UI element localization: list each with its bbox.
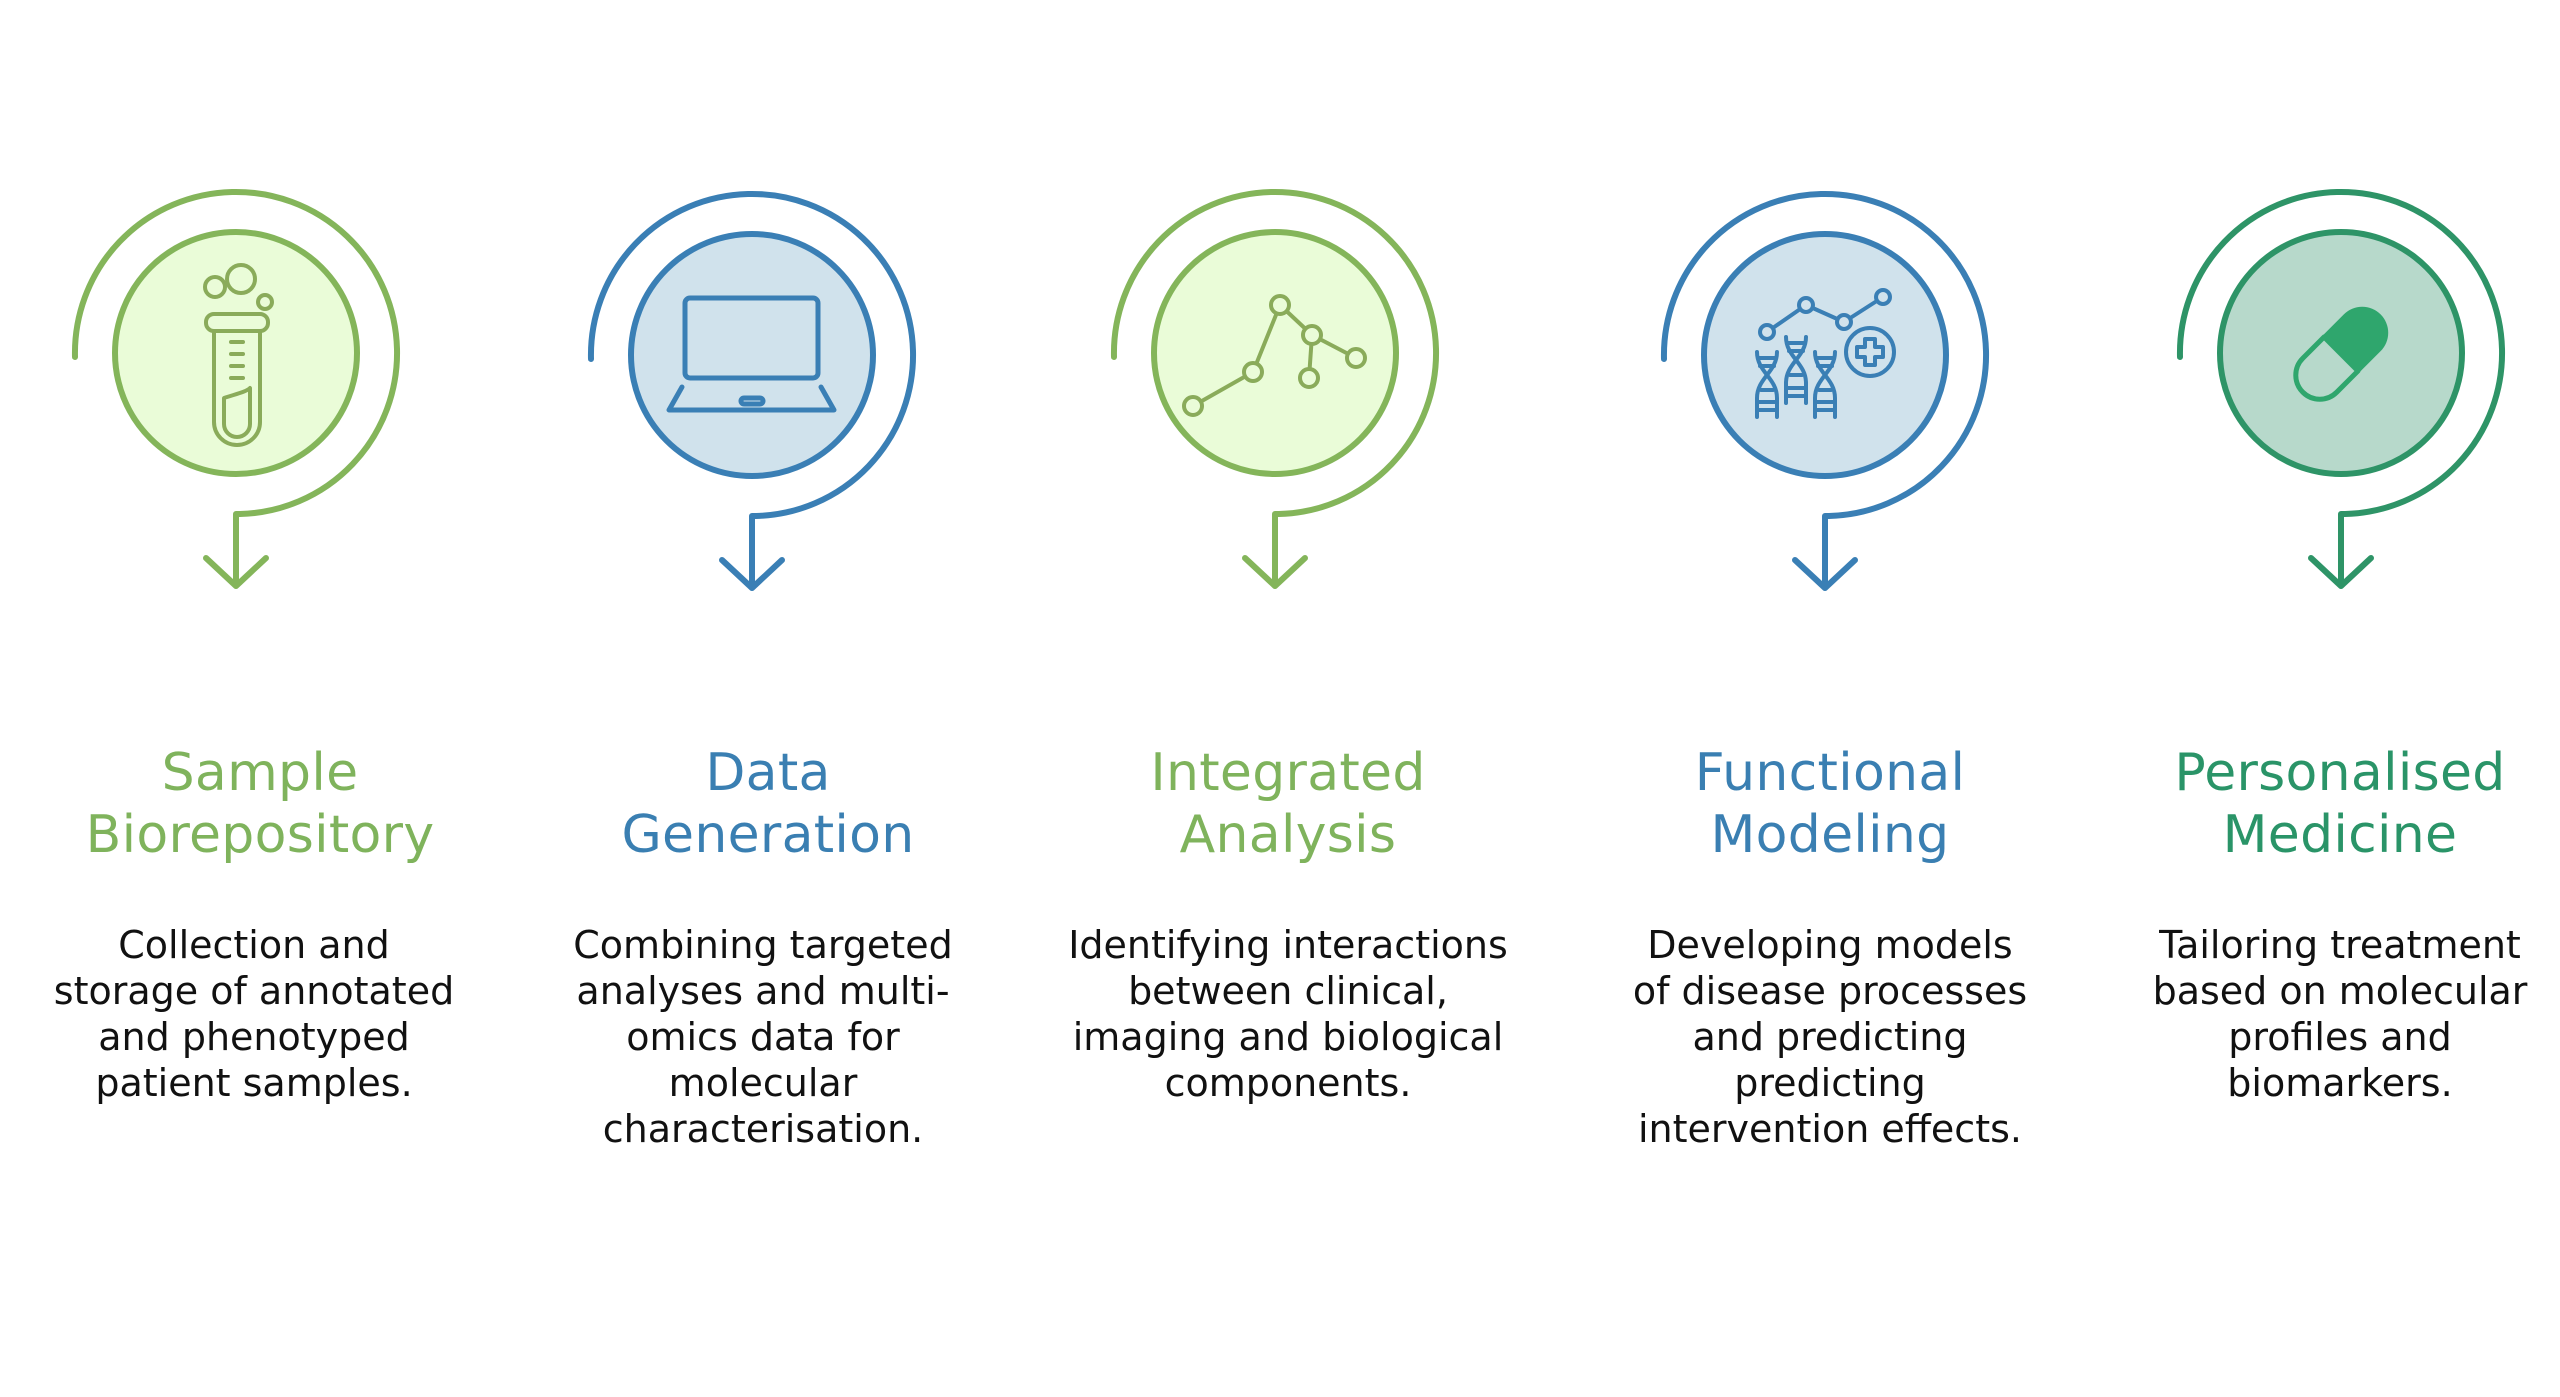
step-integrated-analysis: Integrated Analysis Identifying interact… — [1020, 0, 1540, 1397]
desc-line: based on molecular — [2152, 969, 2528, 1013]
icon-circle — [1151, 229, 1399, 477]
step-data-generation: Data Generation Combining targeted analy… — [500, 0, 1020, 1397]
step-1-graphic — [71, 189, 400, 589]
title-line: Data — [705, 743, 831, 803]
title-line: Modeling — [1710, 805, 1950, 865]
pill-capsule-icon — [2293, 306, 2389, 402]
step-title: Data Generation — [508, 742, 1028, 866]
step-description: Developing models of disease processes a… — [1570, 922, 2090, 1152]
desc-line: analyses and multi- — [576, 969, 950, 1013]
desc-line: storage of annotated — [53, 969, 455, 1013]
step-title: Personalised Medicine — [2080, 742, 2560, 866]
curved-arrow-icon — [71, 189, 400, 589]
title-line: Analysis — [1179, 805, 1397, 865]
desc-line: and phenotyped — [98, 1015, 410, 1059]
laptop-icon — [666, 295, 837, 413]
desc-line: Collection and — [118, 923, 390, 967]
curved-arrow-icon — [1110, 189, 1439, 589]
desc-line: Combining targeted — [573, 923, 953, 967]
desc-line: molecular — [668, 1061, 858, 1105]
desc-line: and predicting — [1692, 1015, 1968, 1059]
icon-circle — [1701, 231, 1949, 479]
title-line: Medicine — [2222, 805, 2458, 865]
title-line: Integrated — [1150, 743, 1426, 803]
step-title: Integrated Analysis — [1028, 742, 1548, 866]
step-description: Combining targeted analyses and multi- o… — [503, 922, 1023, 1152]
desc-line: predicting — [1734, 1061, 1926, 1105]
step-description: Identifying interactions between clinica… — [1028, 922, 1548, 1106]
dna-helix-3 — [1813, 350, 1837, 419]
desc-line: components. — [1164, 1061, 1412, 1105]
title-line: Functional — [1694, 743, 1966, 803]
test-tube-icon — [203, 263, 274, 447]
desc-line: characterisation. — [602, 1107, 924, 1151]
title-line: Sample — [161, 743, 359, 803]
curved-arrow-icon — [1660, 191, 1989, 591]
step-5-graphic — [2176, 189, 2505, 589]
title-line: Generation — [621, 805, 915, 865]
desc-line: between clinical, — [1128, 969, 1448, 1013]
step-title: Functional Modeling — [1570, 742, 2090, 866]
desc-line: Developing models — [1647, 923, 2013, 967]
desc-line: patient samples. — [95, 1061, 413, 1105]
step-3-graphic — [1110, 189, 1439, 589]
dna-helix-1 — [1755, 350, 1779, 419]
desc-line: omics data for — [626, 1015, 900, 1059]
step-description: Tailoring treatment based on molecular p… — [2080, 922, 2560, 1106]
curved-arrow-icon — [587, 191, 916, 591]
step-4-graphic — [1660, 191, 1989, 591]
step-description: Collection and storage of annotated and … — [0, 922, 514, 1106]
title-line: Biorepository — [85, 805, 435, 865]
desc-line: intervention effects. — [1638, 1107, 2022, 1151]
desc-line: imaging and biological — [1072, 1015, 1504, 1059]
desc-line: Tailoring treatment — [2159, 923, 2521, 967]
step-sample-biorepository: Sample Biorepository Collection and stor… — [0, 0, 520, 1397]
desc-line: biomarkers. — [2227, 1061, 2453, 1105]
step-personalised-medicine: Personalised Medicine Tailoring treatmen… — [2080, 0, 2560, 1397]
dna-chart-medical-icon — [1755, 288, 1896, 419]
desc-line: Identifying interactions — [1068, 923, 1508, 967]
title-line: Personalised — [2174, 743, 2506, 803]
dna-helix-2 — [1784, 335, 1808, 405]
icon-circle — [628, 231, 876, 479]
network-graph-icon — [1182, 294, 1367, 417]
desc-line: profiles and — [2228, 1015, 2452, 1059]
curved-arrow-icon — [2176, 189, 2505, 589]
step-title: Sample Biorepository — [0, 742, 520, 866]
step-2-graphic — [587, 191, 916, 591]
step-functional-modeling: Functional Modeling Developing models of… — [1570, 0, 2090, 1397]
desc-line: of disease processes — [1632, 969, 2028, 1013]
